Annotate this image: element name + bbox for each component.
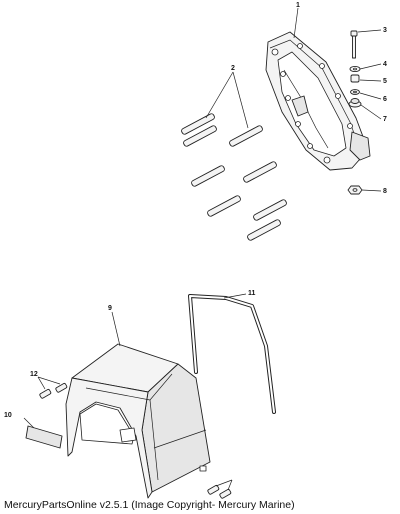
callout-9: 9 [108, 305, 112, 312]
part-8-nut[interactable] [347, 185, 363, 195]
part-10-plate[interactable] [25, 425, 63, 449]
leader-lines [23, 7, 382, 491]
callout-4: 4 [383, 61, 387, 68]
part-2-pins[interactable] [181, 113, 288, 241]
callout-3: 3 [383, 27, 387, 34]
part-3-bolt[interactable] [350, 30, 358, 59]
part-4-washer[interactable] [349, 65, 361, 73]
callout-8: 8 [383, 188, 387, 195]
callout-10: 10 [4, 412, 12, 419]
part-5-spacer[interactable] [350, 74, 360, 83]
callout-7: 7 [383, 116, 387, 123]
callout-1: 1 [296, 2, 300, 9]
callout-12: 12 [30, 371, 38, 378]
part-6-washer[interactable] [350, 89, 360, 95]
callout-2: 2 [231, 65, 235, 72]
callout-5: 5 [383, 78, 387, 85]
part-12-screws[interactable] [39, 383, 232, 499]
callouts: 1 2 3 4 5 6 7 8 9 10 11 12 [4, 2, 387, 419]
callout-11: 11 [248, 290, 256, 297]
part-9-cover[interactable] [65, 343, 211, 499]
part-7-grommet[interactable] [348, 98, 362, 108]
callout-6: 6 [383, 96, 387, 103]
part-1-mounting-frame[interactable] [265, 31, 371, 171]
copyright-footer: MercuryPartsOnline v2.5.1 (Image Copyrig… [4, 499, 295, 511]
part-11-seal[interactable] [188, 294, 276, 414]
